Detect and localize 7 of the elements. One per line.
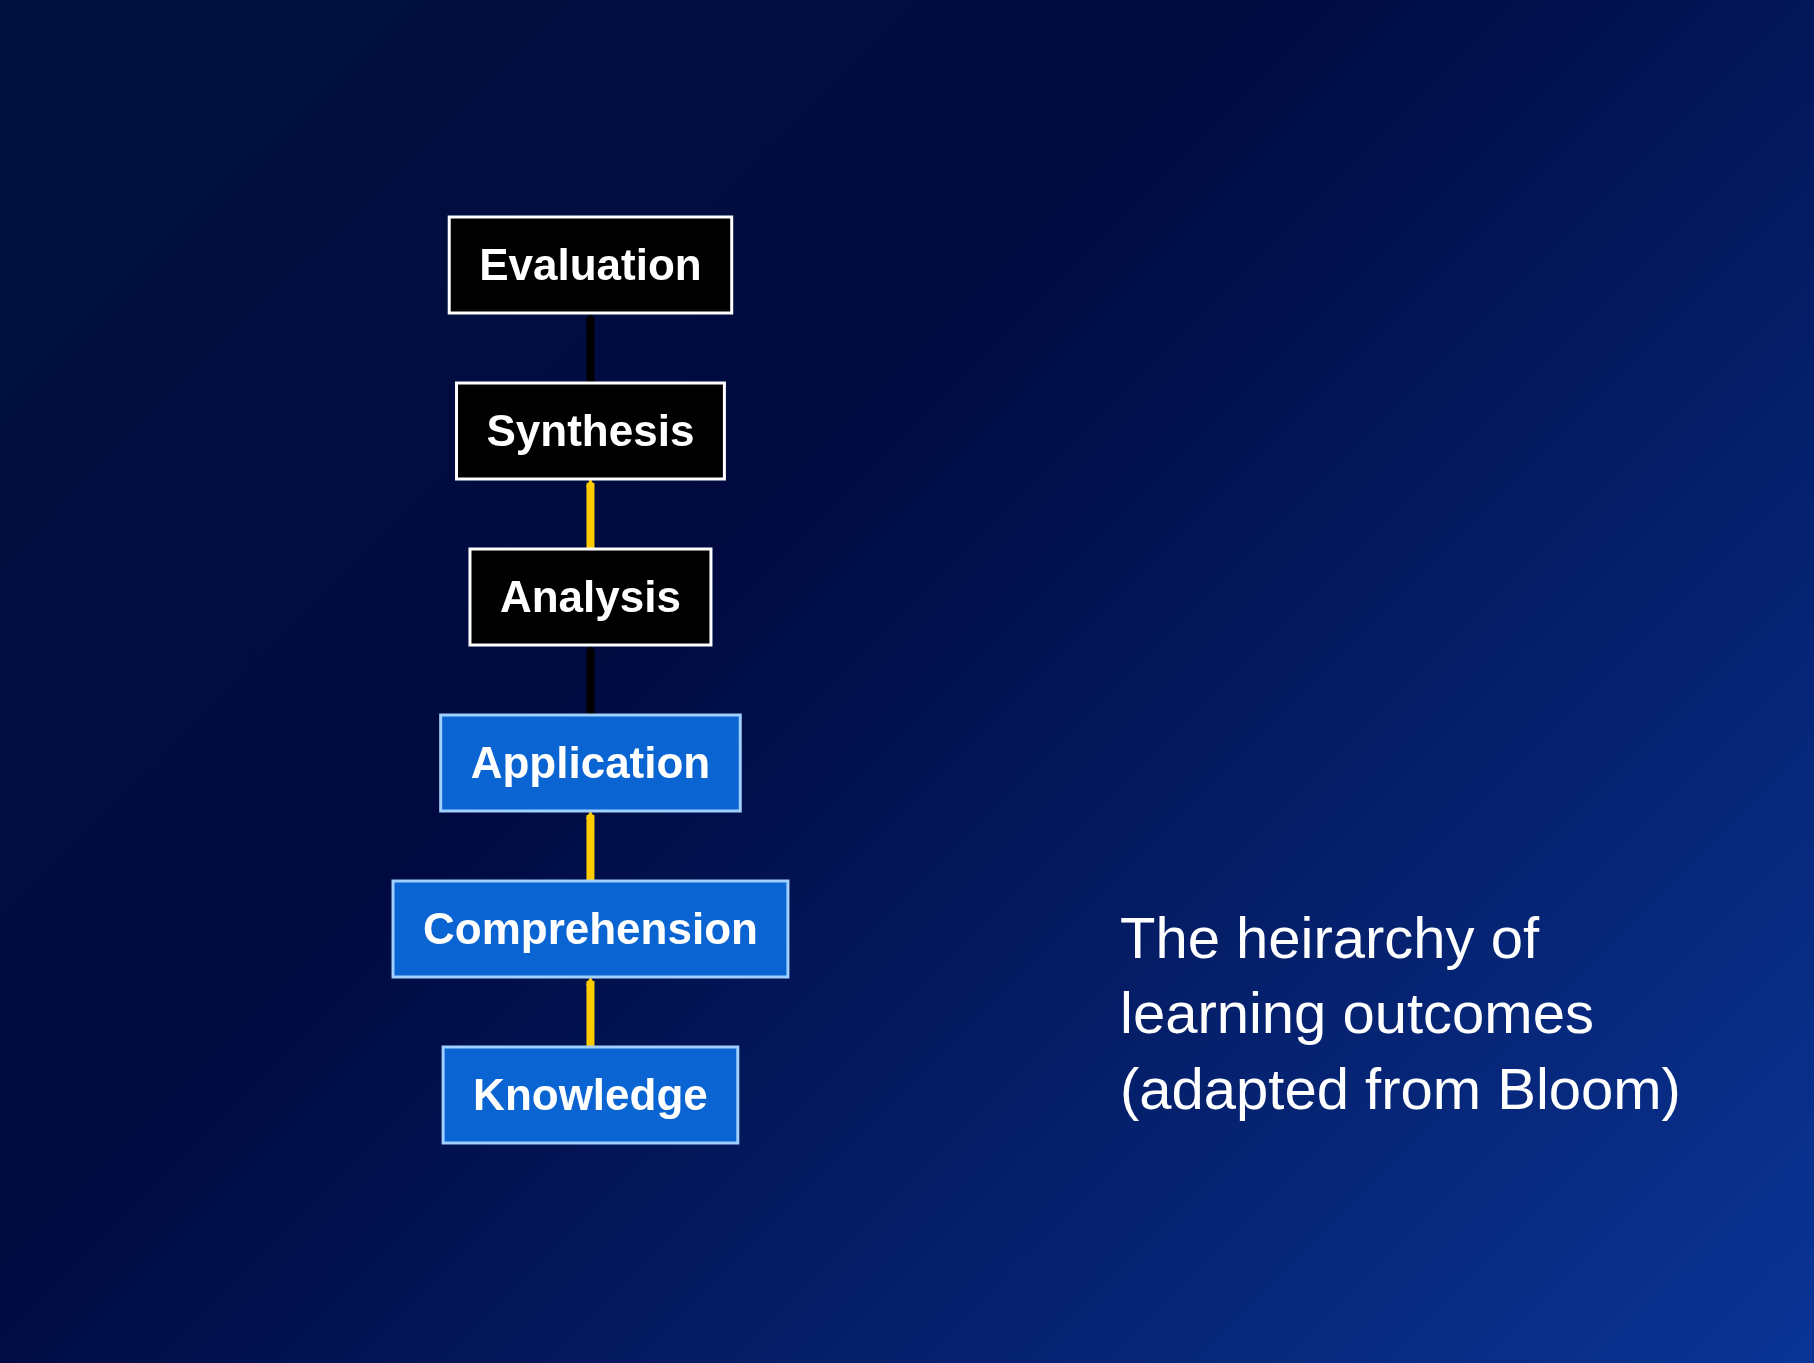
node-box: Application [438,713,742,813]
node-box: Synthesis [454,381,726,481]
node-box: Comprehension [391,879,789,979]
node-box: Evaluation [447,215,733,315]
node-box: Analysis [468,547,712,647]
caption: The heirarchy of learning outcomes (adapted from Bloom) [1120,904,1682,1123]
node-box: Knowledge [441,1045,739,1145]
